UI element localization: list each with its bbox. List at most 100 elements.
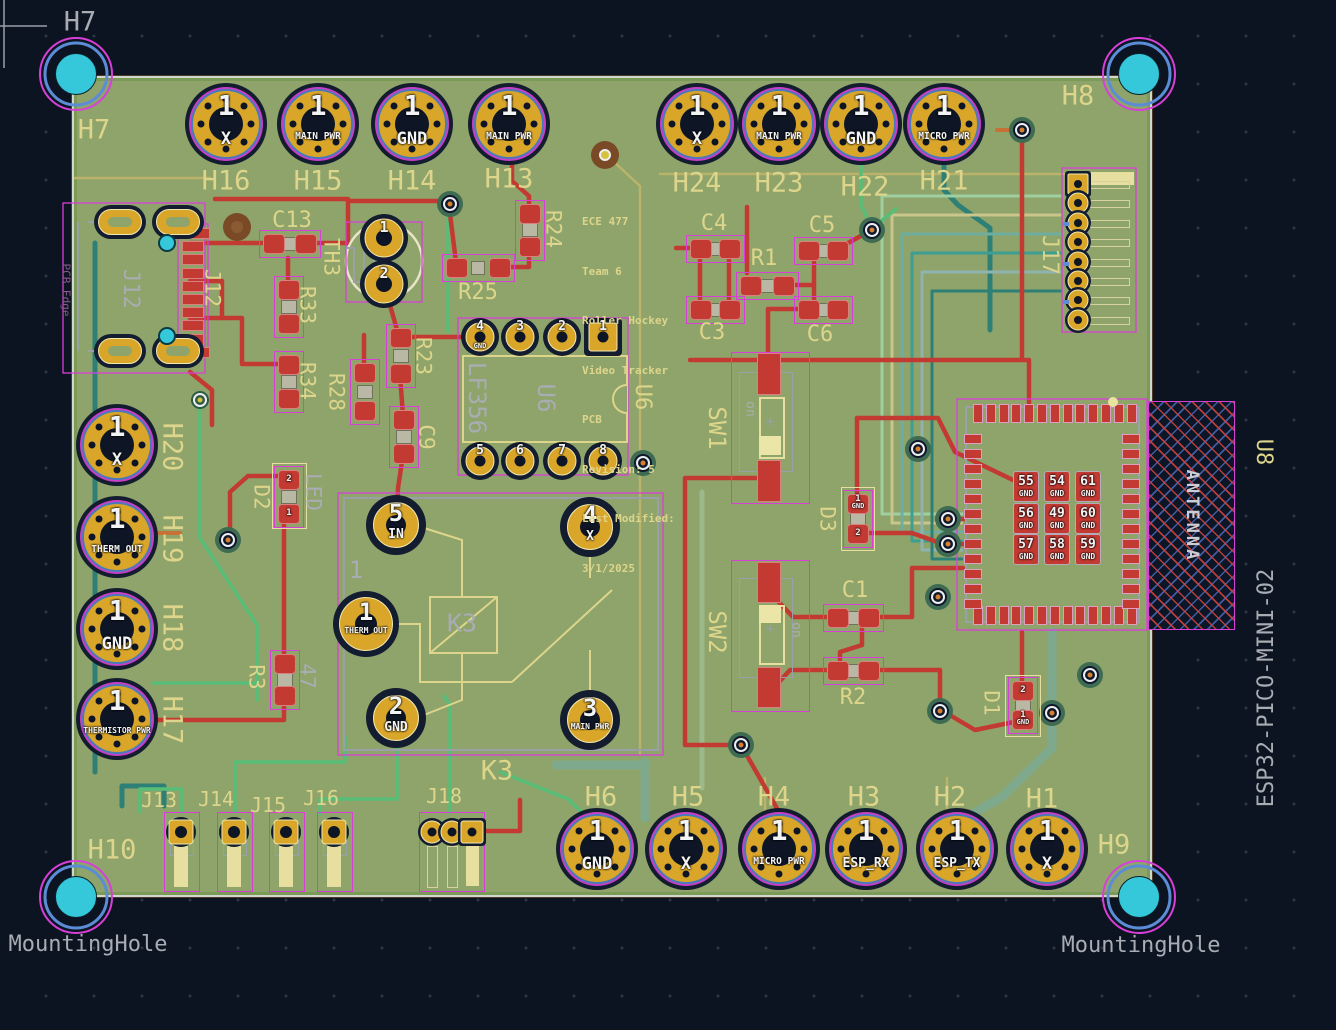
- R28-pad-2[interactable]: [354, 401, 376, 421]
- esp32-pad-right[interactable]: [1122, 539, 1140, 549]
- esp32-pad-bottom[interactable]: [1075, 606, 1086, 625]
- mh-bottom-left[interactable]: [39, 860, 113, 934]
- esp32-pad-top[interactable]: [1037, 404, 1047, 423]
- esp32-pad-bottom[interactable]: [1101, 606, 1111, 625]
- R33-pad-2[interactable]: [278, 314, 300, 334]
- esp32-pad-bottom[interactable]: [1049, 606, 1060, 625]
- esp32-pad-right[interactable]: [1122, 569, 1140, 579]
- th3-pad-1[interactable]: 1: [360, 214, 408, 262]
- R23-pad-1[interactable]: [390, 328, 412, 348]
- via[interactable]: [939, 535, 957, 553]
- C3-pad-1[interactable]: [689, 300, 712, 320]
- R28-pad-1[interactable]: [354, 363, 376, 383]
- esp32-pad-bottom[interactable]: [1024, 606, 1035, 625]
- j12-shield-pad[interactable]: [152, 334, 204, 368]
- u6-pin-8[interactable]: 8: [584, 442, 622, 480]
- esp32-pad-top[interactable]: [1101, 404, 1111, 423]
- R2-pad-1[interactable]: [826, 661, 849, 681]
- C3-pad-2[interactable]: [718, 300, 741, 320]
- esp32-pad-bottom[interactable]: [1088, 606, 1099, 625]
- R24-pad-1[interactable]: [519, 203, 541, 224]
- SW2-pad-bottom[interactable]: [757, 667, 781, 708]
- u6-pin-3[interactable]: 3: [501, 318, 539, 356]
- esp32-pad-right[interactable]: [1122, 584, 1140, 594]
- esp32-antenna-region[interactable]: ANTENNA: [1148, 401, 1235, 630]
- traces-back-copper[interactable]: [73, 158, 1100, 814]
- esp32-pad-top[interactable]: [1062, 404, 1073, 423]
- u6-pin-1[interactable]: 1: [584, 318, 622, 356]
- j17-pad[interactable]: [1065, 306, 1091, 333]
- esp32-pad-left[interactable]: [964, 494, 982, 504]
- via[interactable]: [1043, 704, 1061, 722]
- esp32-pad-right[interactable]: [1122, 494, 1140, 504]
- esp32-pad-left[interactable]: [964, 434, 982, 444]
- j12-shield-pad[interactable]: [94, 205, 146, 239]
- esp32-pad-bottom[interactable]: [1011, 606, 1022, 625]
- mh-top-left[interactable]: [39, 37, 113, 111]
- via-brown[interactable]: [591, 141, 619, 169]
- C4-pad-2[interactable]: [718, 239, 741, 259]
- u6-pin-6[interactable]: 6: [501, 442, 539, 480]
- R1-pad-2[interactable]: [772, 276, 795, 296]
- esp32-pad-top[interactable]: [998, 404, 1009, 423]
- j12-shield-pad[interactable]: [152, 205, 204, 239]
- esp32-pad-right[interactable]: [1122, 509, 1140, 519]
- u6-pin-5[interactable]: 5: [461, 442, 499, 480]
- SW1-slider[interactable]: [759, 397, 785, 459]
- esp32-pad-bottom[interactable]: [1037, 606, 1047, 625]
- SW1-pad-top[interactable]: [757, 353, 781, 395]
- C9-pad-1[interactable]: [393, 410, 415, 430]
- traces-front-copper[interactable]: [149, 130, 1032, 834]
- D2-pad-2[interactable]: 1: [278, 504, 300, 524]
- esp32-pad-left[interactable]: [964, 449, 982, 459]
- u6-pin-2[interactable]: 2: [543, 318, 581, 356]
- esp32-pad-right[interactable]: [1122, 464, 1140, 474]
- j12-pin[interactable]: [182, 254, 204, 266]
- esp32-pad-right[interactable]: [1122, 554, 1140, 564]
- via[interactable]: [863, 221, 881, 239]
- esp32-pad-left[interactable]: [964, 599, 982, 609]
- SW2-knob[interactable]: [759, 605, 781, 623]
- R25-pad-1[interactable]: [445, 258, 468, 278]
- esp32-pad-top[interactable]: [1075, 404, 1086, 423]
- esp32-pad-top[interactable]: [1011, 404, 1022, 423]
- esp32-pad-bottom[interactable]: [1062, 606, 1073, 625]
- J13-pad[interactable]: [166, 817, 196, 847]
- via[interactable]: [732, 736, 750, 754]
- via[interactable]: [939, 510, 957, 528]
- via[interactable]: [929, 588, 947, 606]
- esp32-pad-left[interactable]: [964, 554, 982, 564]
- D2-pad-1[interactable]: 2: [278, 470, 300, 490]
- via[interactable]: [1013, 121, 1031, 139]
- mh-top-right[interactable]: [1102, 37, 1176, 111]
- SW1-pad-bottom[interactable]: [757, 460, 781, 502]
- C5-pad-2[interactable]: [826, 241, 849, 261]
- J15-pad[interactable]: [271, 817, 301, 847]
- esp32-pad-left[interactable]: [964, 464, 982, 474]
- esp32-pad-top[interactable]: [1088, 404, 1099, 423]
